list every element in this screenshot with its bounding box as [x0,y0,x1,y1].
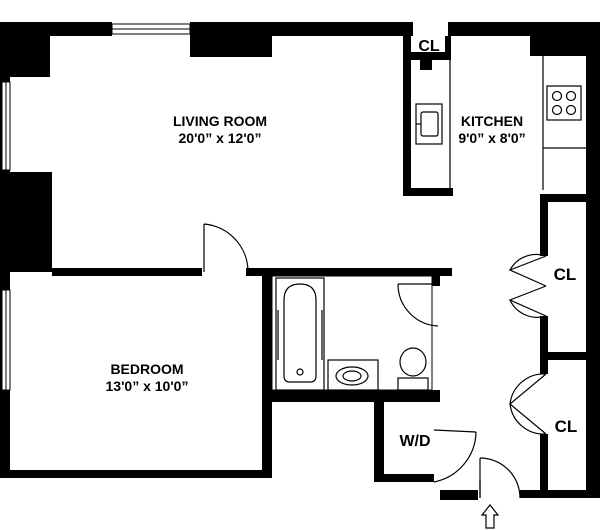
exterior-walls [0,22,600,498]
bedroom-dims: 13'0” x 10'0” [106,378,189,394]
sink-icon [415,103,443,145]
kitchen-name: KITCHEN [461,113,523,129]
interior-walls [52,36,600,500]
living-room-dims: 20'0” x 12'0” [179,130,262,146]
vanity-sink-icon [327,359,379,391]
windows [1,23,191,391]
entry-arrow-icon [480,504,500,529]
bedroom-name: BEDROOM [110,361,183,377]
toilet-icon [397,347,429,391]
living-room-name: LIVING ROOM [173,113,267,129]
kitchen-counters [449,56,586,190]
washer-dryer-label: W/D [399,433,430,450]
bathtub-icon [275,277,325,391]
hall-closet-lower-label: CL [555,417,578,436]
kitchen-closet-label: CL [418,38,440,55]
kitchen-dims: 9'0” x 8'0” [458,130,525,146]
hall-closet-upper-label: CL [554,265,577,284]
doors [203,223,547,499]
stove-icon [546,85,582,121]
